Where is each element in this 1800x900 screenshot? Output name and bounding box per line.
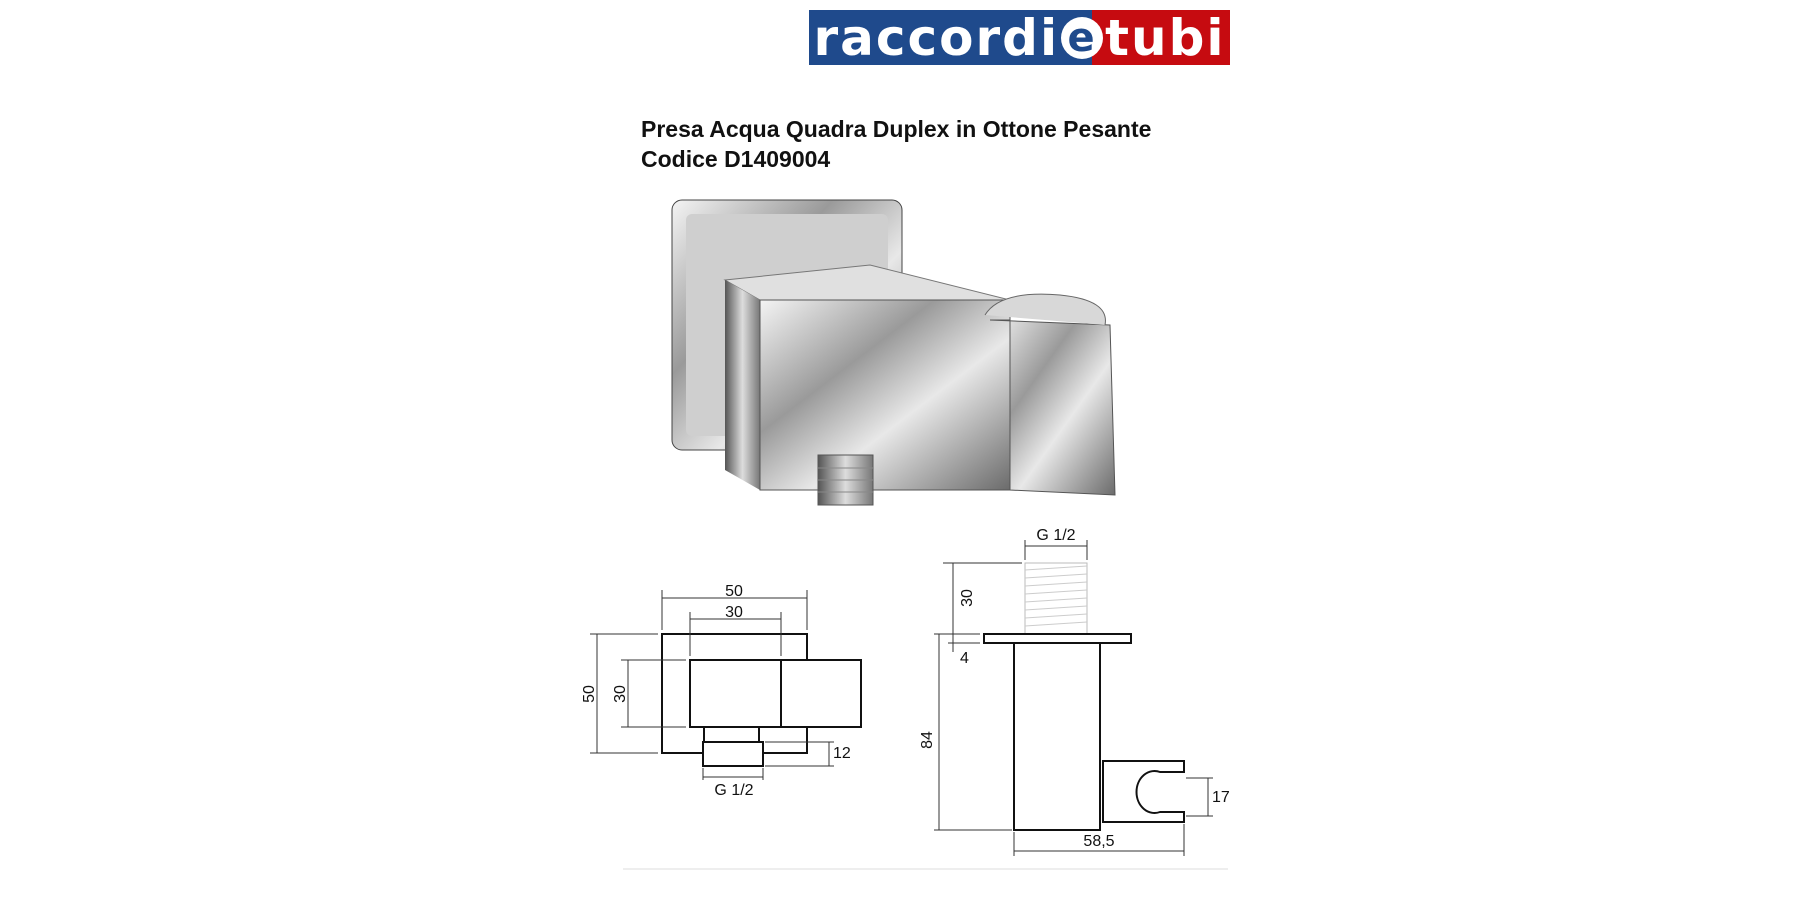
dim-plate-thickness: 4 bbox=[960, 650, 969, 667]
dim-width-inner: 30 bbox=[725, 604, 743, 621]
dim-fitting-height: 12 bbox=[833, 745, 851, 762]
dim-side-thread: G 1/2 bbox=[1036, 527, 1075, 544]
product-photo bbox=[671, 199, 1116, 506]
dim-thread: G 1/2 bbox=[714, 782, 753, 799]
logo-text: raccordi bbox=[813, 8, 1060, 67]
side-view-drawing: G 1/2 30 4 84 17 58,5 bbox=[919, 527, 1230, 856]
dim-height-outer: 50 bbox=[581, 685, 598, 703]
dim-holder-diameter: 17 bbox=[1212, 789, 1230, 806]
logo-text-e: e bbox=[1061, 16, 1104, 59]
product-name: Presa Acqua Quadra Duplex in Ottone Pesa… bbox=[641, 116, 1152, 142]
dim-thread-length: 30 bbox=[959, 589, 976, 607]
dim-body-height: 84 bbox=[919, 731, 936, 749]
dim-depth: 58,5 bbox=[1083, 833, 1114, 850]
dim-width-outer: 50 bbox=[725, 583, 743, 600]
dim-height-inner: 30 bbox=[612, 685, 629, 703]
product-code: Codice D1409004 bbox=[641, 146, 831, 172]
logo-text-tubi: tubi bbox=[1105, 8, 1226, 67]
product-title: Presa Acqua Quadra Duplex in Ottone Pesa… bbox=[641, 114, 1151, 174]
front-view-drawing: 50 30 50 30 12 G 1/2 bbox=[581, 583, 862, 799]
